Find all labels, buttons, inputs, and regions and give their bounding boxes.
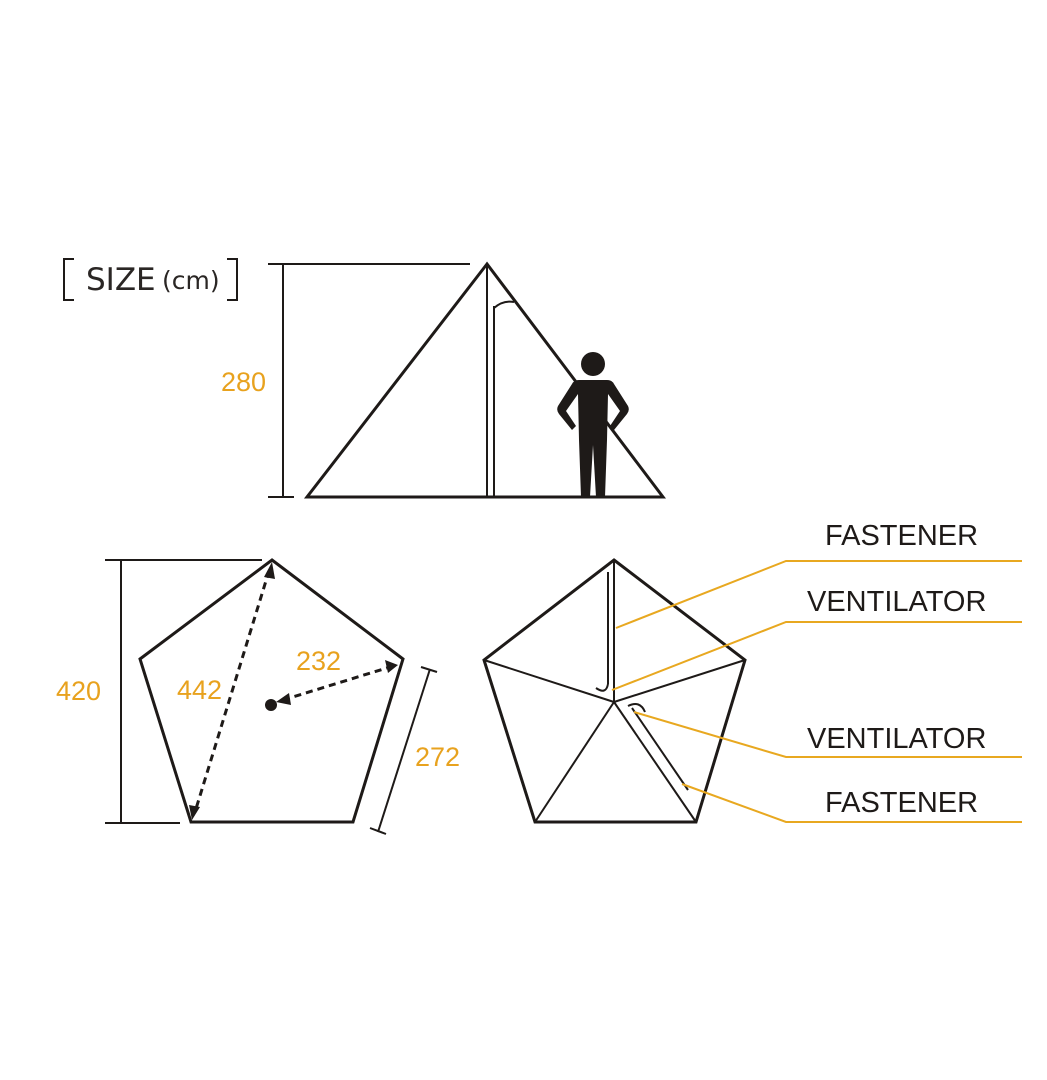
floor-plan: 420 442 232 272 bbox=[56, 558, 460, 835]
radius-value: 232 bbox=[296, 646, 341, 676]
pentagon-floor-outline bbox=[138, 558, 405, 824]
fastener-bottom-leader bbox=[681, 783, 1022, 823]
side-bottom-extension bbox=[369, 827, 387, 835]
size-title-main: SIZE bbox=[86, 262, 156, 298]
diagonal-dimension-line bbox=[193, 570, 271, 813]
bottom-right-seam bbox=[613, 701, 697, 823]
diagonal-arrow-top-icon bbox=[264, 562, 275, 579]
depth-value: 420 bbox=[56, 676, 101, 706]
ventilator-curve-bottom bbox=[627, 703, 646, 713]
side-dimension-line bbox=[377, 668, 431, 833]
size-title: SIZE (cm) bbox=[63, 258, 238, 301]
ventilator-bottom-leader bbox=[633, 711, 1022, 758]
ventilator-curve-top bbox=[595, 683, 609, 692]
fastener-top-leader bbox=[615, 560, 1022, 629]
center-point bbox=[265, 699, 277, 711]
side-view: 280 bbox=[221, 261, 667, 499]
left-seam bbox=[483, 659, 615, 703]
bottom-left-seam bbox=[534, 701, 615, 823]
person-silhouette-icon bbox=[557, 352, 629, 497]
height-value: 280 bbox=[221, 367, 266, 397]
top-view: FASTENER VENTILATOR VENTILATOR FASTENER bbox=[482, 520, 1022, 824]
tent-side-outline bbox=[303, 261, 667, 499]
pentagon-top-outline bbox=[482, 558, 747, 824]
ventilator-bottom-label: VENTILATOR bbox=[807, 723, 986, 755]
diagonal-arrow-bottom-icon bbox=[189, 805, 200, 820]
ventilator-top-leader bbox=[611, 621, 1022, 691]
radius-dimension-line bbox=[282, 665, 391, 702]
door-curve bbox=[493, 300, 515, 309]
radius-arrow-corner-icon bbox=[385, 660, 398, 673]
fastener-strip-bottom bbox=[631, 707, 689, 791]
right-bracket bbox=[227, 258, 238, 301]
side-value: 272 bbox=[415, 742, 460, 772]
fastener-bottom-label: FASTENER bbox=[825, 787, 978, 819]
fastener-top-label: FASTENER bbox=[825, 520, 978, 552]
radius-arrow-center-icon bbox=[276, 693, 291, 705]
left-bracket bbox=[63, 258, 74, 301]
right-seam bbox=[613, 659, 746, 703]
diagonal-value: 442 bbox=[177, 675, 222, 705]
size-title-unit: (cm) bbox=[162, 266, 220, 295]
ventilator-top-label: VENTILATOR bbox=[807, 586, 986, 618]
